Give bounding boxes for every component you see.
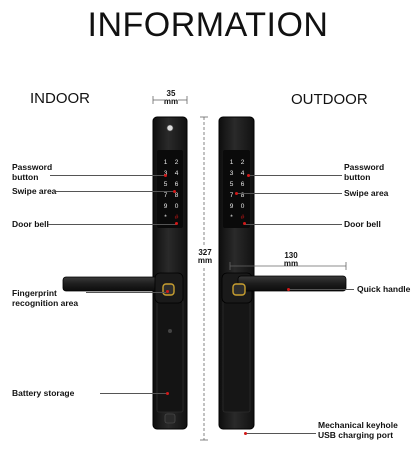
indoor-keypad-key: 2: [174, 159, 179, 166]
outdoor-keypad-key: 5: [229, 181, 234, 188]
keyhole-usb-label: Mechanical keyhole USB charging port: [318, 420, 398, 440]
indoor-keypad-key: 7: [163, 192, 168, 199]
width-dimension-label: 35 mm: [160, 90, 182, 106]
handle-marker: [287, 288, 290, 291]
height-value: 327: [198, 248, 212, 257]
swipe-leader-outdoor: [236, 193, 342, 194]
password-button-label-outdoor: Password button: [344, 162, 385, 182]
indoor-keypad-key: 1: [163, 159, 168, 166]
password-leader-outdoor: [248, 175, 342, 176]
indoor-keypad-key: 3: [160, 168, 171, 179]
indoor-keypad-key: 8: [174, 192, 179, 199]
quick-handle-label: Quick handle: [357, 284, 411, 294]
battery-storage-label: Battery storage: [12, 388, 75, 398]
outdoor-handle: [221, 272, 347, 304]
door-bell-label-outdoor: Door bell: [344, 219, 381, 229]
indoor-keypad-key: 0: [174, 203, 179, 210]
indoor-keypad-key: 6: [174, 181, 179, 188]
outdoor-keypad-key: 7: [229, 192, 234, 199]
swipe-marker-indoor: [173, 190, 176, 193]
fingerprint-leader-indoor: [86, 292, 166, 293]
indoor-keypad-key: 5: [163, 181, 168, 188]
outdoor-keypad-key: *: [230, 214, 233, 221]
swipe-leader-indoor: [56, 191, 174, 192]
password-marker-outdoor: [247, 174, 250, 177]
doorbell-marker-outdoor: [243, 222, 246, 225]
doorbell-leader-outdoor: [244, 224, 342, 225]
outdoor-keypad-key: 3: [229, 170, 234, 177]
door-bell-label-indoor: Door bell: [12, 219, 49, 229]
indoor-keypad-key: 9: [163, 203, 168, 210]
handle-unit: mm: [283, 259, 299, 268]
indoor-keypad-key: #: [174, 214, 179, 221]
doorbell-marker-indoor: [175, 222, 178, 225]
keyhole-marker: [244, 432, 247, 435]
outdoor-keypad-key: 1: [229, 159, 234, 166]
dimension-handle-lines: [229, 262, 347, 270]
outdoor-keypad-key: 4: [240, 170, 245, 177]
fingerprint-marker-indoor: [166, 290, 169, 293]
fingerprint-label-indoor: Fingerprint recognition area: [12, 288, 79, 308]
dimension-width-lines: [152, 96, 188, 104]
handle-leader: [288, 289, 354, 290]
outdoor-keypad-key: 6: [240, 181, 245, 188]
password-leader-indoor: [50, 175, 165, 176]
width-unit: mm: [163, 97, 179, 106]
swipe-area-label-indoor: Swipe area: [12, 186, 57, 196]
page-title: INFORMATION: [87, 6, 329, 44]
battery-marker: [166, 392, 169, 395]
outdoor-keypad-key: 8: [240, 192, 245, 199]
outdoor-keypad-key: 9: [229, 203, 234, 210]
doorbell-leader-indoor: [48, 224, 176, 225]
outdoor-keypad-key: 0: [240, 203, 245, 210]
outdoor-keypad-key: 2: [240, 159, 245, 166]
password-button-label-indoor: Password button: [12, 162, 53, 182]
indoor-keypad-key: *: [164, 214, 167, 221]
indoor-keypad-key: 4: [174, 170, 179, 177]
outdoor-heading: OUTDOOR: [291, 91, 368, 108]
dimension-height-lines: [200, 116, 208, 441]
battery-leader: [100, 393, 166, 394]
password-marker-indoor: [164, 174, 167, 177]
swipe-marker-outdoor: [235, 192, 238, 195]
handle-value: 130: [284, 251, 298, 260]
swipe-area-label-outdoor: Swipe area: [344, 188, 389, 198]
handle-dimension-label: 130 mm: [276, 252, 306, 268]
keyhole-leader: [246, 433, 316, 434]
width-value: 35: [166, 89, 176, 98]
indoor-heading: INDOOR: [30, 90, 90, 107]
outdoor-keypad-key: #: [240, 214, 245, 221]
indoor-handle: [62, 272, 184, 304]
height-unit: mm: [197, 256, 213, 265]
outdoor-fingerprint-sensor-icon: [232, 283, 246, 296]
height-dimension-label: 327 mm: [193, 249, 217, 265]
